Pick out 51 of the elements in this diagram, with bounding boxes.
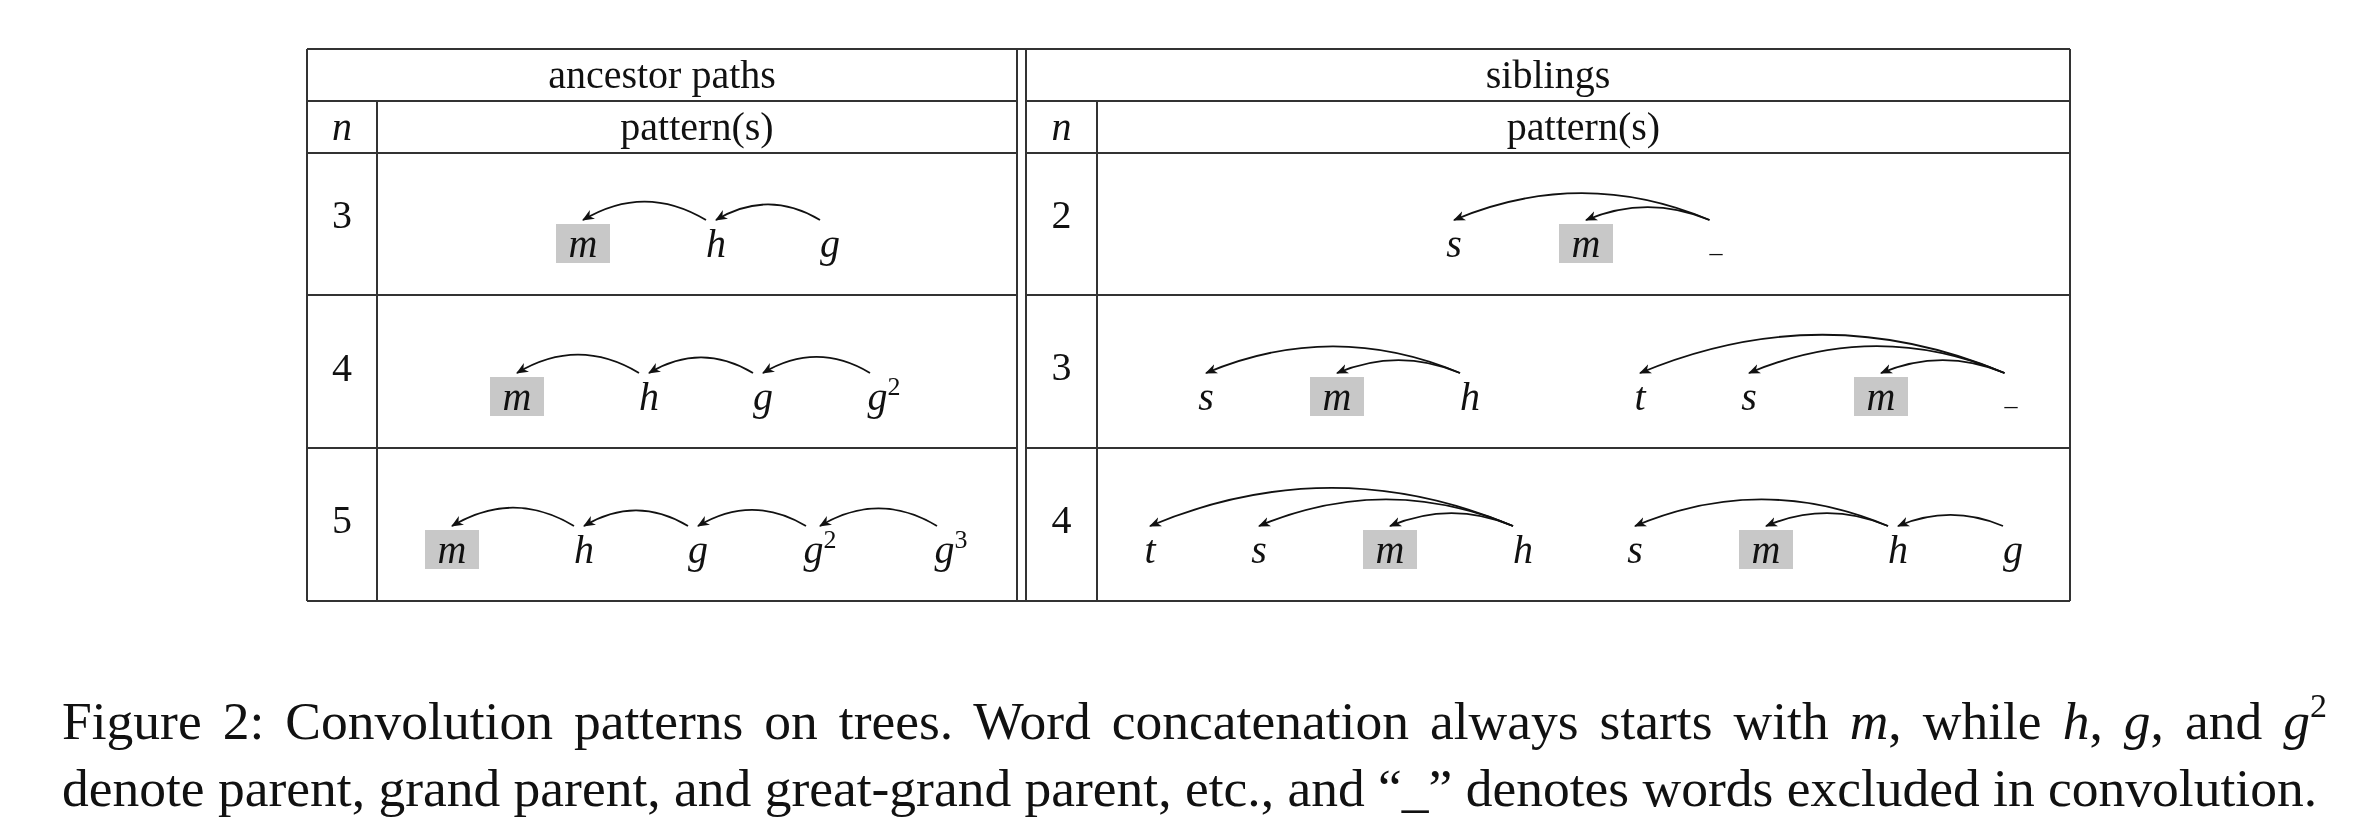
curved-arrow <box>819 507 938 527</box>
word-symbol: _ <box>2001 377 2021 416</box>
highlighted-word: m <box>424 530 480 569</box>
column-header: pattern(s) <box>620 107 774 147</box>
word-symbol: s <box>1195 377 1217 416</box>
word-symbol: _ <box>1706 224 1726 263</box>
highlighted-word: m <box>1853 377 1909 416</box>
curved-arrow <box>1765 512 1889 527</box>
highlighted-word: m <box>1558 224 1614 263</box>
curved-arrow <box>582 200 707 221</box>
curved-arrow <box>762 356 871 374</box>
curved-arrow <box>715 203 821 221</box>
row-number: 2 <box>1051 195 1072 235</box>
curved-arrow <box>1880 359 2006 374</box>
row-number: 5 <box>332 500 352 540</box>
row-number: 4 <box>332 348 352 388</box>
word-symbol: h <box>1457 377 1483 416</box>
word-symbol: h <box>636 377 662 416</box>
word-symbol: h <box>1510 530 1536 569</box>
curved-arrow <box>516 353 640 374</box>
word-symbol: s <box>1624 530 1646 569</box>
highlighted-word: m <box>555 224 611 263</box>
curved-arrow <box>697 508 807 527</box>
curved-arrow <box>451 506 575 527</box>
column-header: pattern(s) <box>1506 107 1661 147</box>
row-number: 3 <box>1051 347 1072 387</box>
word-symbol: h <box>1885 530 1911 569</box>
column-header: n <box>1051 107 1072 147</box>
word-symbol: s <box>1248 530 1270 569</box>
group-header: siblings <box>1485 55 1611 95</box>
group-header: ancestor paths <box>548 55 776 95</box>
highlighted-word: m <box>489 377 545 416</box>
word-symbol: t <box>1631 377 1649 416</box>
word-symbol: s <box>1443 224 1465 263</box>
highlighted-word: m <box>1738 530 1794 569</box>
word-symbol: t <box>1141 530 1159 569</box>
word-symbol: h <box>571 530 597 569</box>
curved-arrow <box>1585 206 1711 221</box>
highlighted-word: m <box>1362 530 1418 569</box>
highlighted-word: m <box>1309 377 1365 416</box>
curved-arrow <box>583 509 689 527</box>
row-number: 3 <box>332 195 352 235</box>
figure-caption: Figure 2: Convolution patterns on trees. Word concatenation always starts with m, while h, g, and g$^{2}$ denote parent, grand parent, and great-grand parent, etc., and “_” denotes words excluded in convolution. <box>62 688 2327 820</box>
column-header: n <box>332 107 352 147</box>
curved-arrow <box>1897 514 2004 527</box>
row-number: 4 <box>1051 500 1072 540</box>
curved-arrow <box>1336 359 1461 374</box>
word-symbol: h <box>703 224 729 263</box>
curved-arrow <box>1389 512 1514 527</box>
curved-arrow <box>648 356 754 374</box>
word-symbol: s <box>1738 377 1760 416</box>
